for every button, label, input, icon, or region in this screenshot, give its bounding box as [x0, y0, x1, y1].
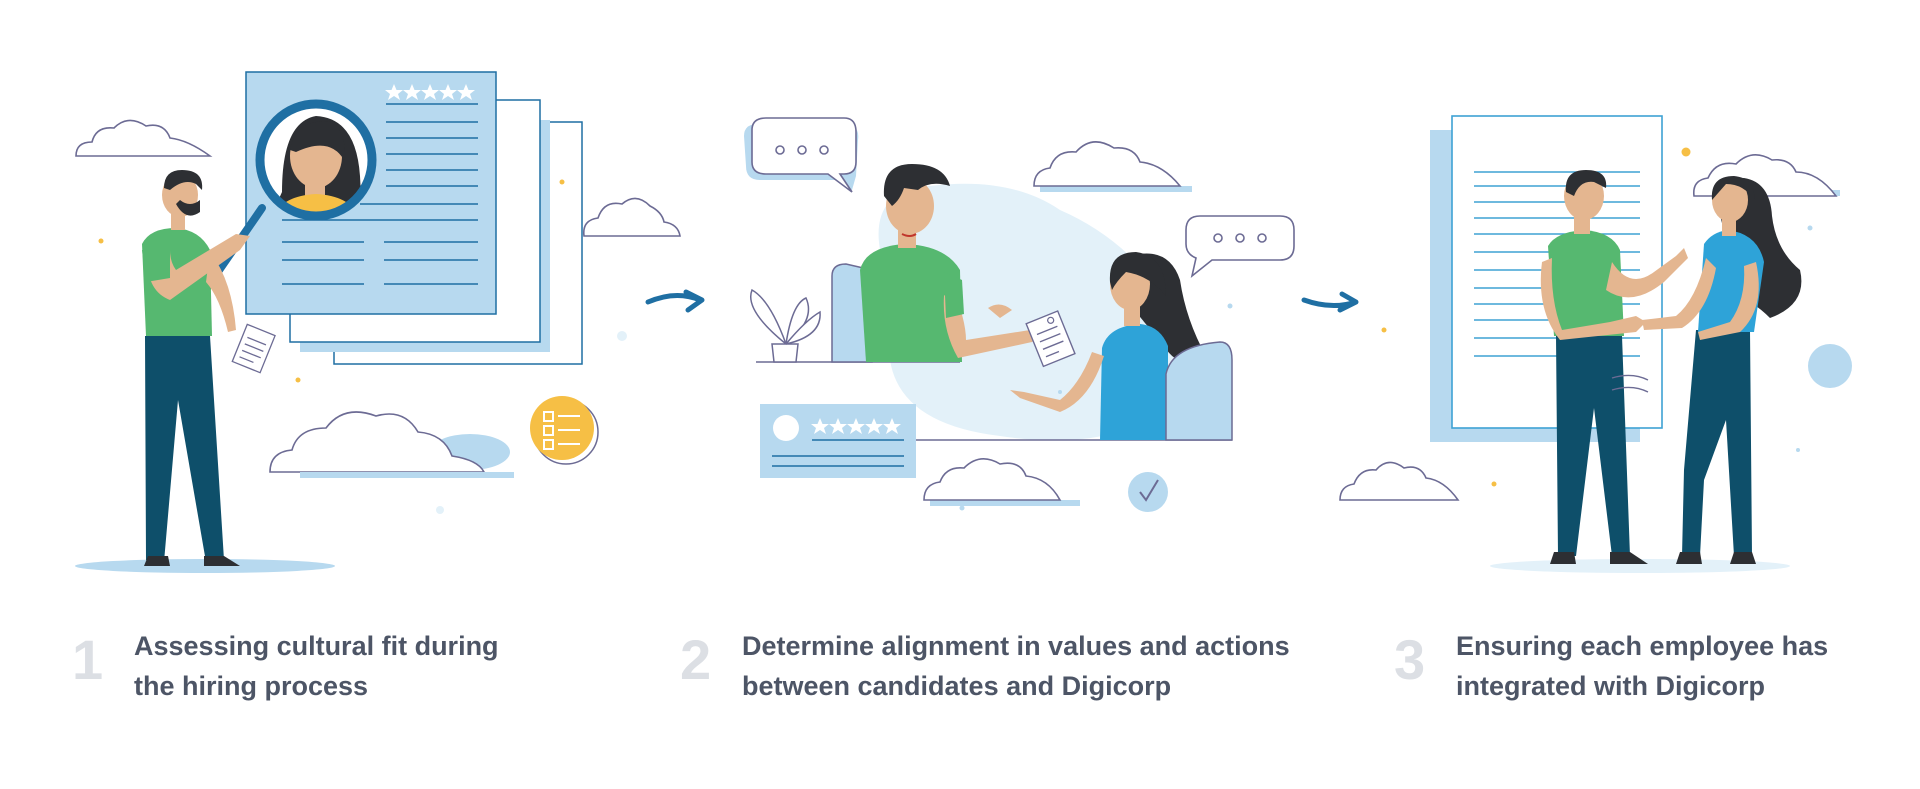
step-description-line: between candidates and Digicorp — [742, 671, 1172, 701]
step-description-line: Assessing cultural fit during — [134, 631, 499, 661]
cloud-icon — [582, 197, 681, 237]
step-description: Ensuring each employee has integrated wi… — [1456, 626, 1828, 706]
step-3: 3 Ensuring each employee has integrated … — [1394, 626, 1828, 706]
rating-card — [760, 404, 916, 478]
check-circle-icon — [1128, 472, 1168, 512]
step-description-line: Determine alignment in values and action… — [742, 631, 1290, 661]
step-number: 3 — [1394, 628, 1426, 691]
step-2: 2 Determine alignment in values and acti… — [680, 626, 1290, 706]
step-number: 1 — [72, 628, 104, 691]
step-description-line: Ensuring each employee has — [1456, 631, 1829, 661]
five-star-rating-icon — [385, 84, 475, 100]
scene-2-interview — [744, 117, 1295, 512]
magnifier-icon — [200, 99, 377, 296]
plant-icon — [750, 288, 821, 363]
step-description-line: integrated with Digicorp — [1456, 671, 1766, 701]
scene-1-hiring — [75, 71, 681, 573]
man-figure — [75, 170, 335, 573]
five-star-rating-icon — [811, 418, 901, 434]
scene-3-integration — [1339, 115, 1852, 573]
cloud-icon — [75, 119, 213, 157]
arrow-right-icon — [1301, 291, 1359, 313]
step-1: 1 Assessing cultural fit during the hiri… — [72, 626, 499, 706]
cloud-icon — [1033, 141, 1192, 192]
step-description-line: the hiring process — [134, 671, 369, 701]
checklist-icon — [530, 396, 599, 465]
arrow-right-icon — [645, 289, 705, 313]
cloud-icon — [1339, 461, 1460, 501]
illustration-scene — [75, 71, 1852, 573]
woman-figure — [1010, 252, 1206, 440]
cloud-icon — [269, 411, 514, 478]
step-description: Assessing cultural fit during the hiring… — [134, 626, 499, 706]
chat-bubble-icon — [1185, 215, 1295, 279]
cloud-icon — [923, 458, 1080, 506]
man-figure — [860, 164, 1076, 368]
woman-figure — [1642, 176, 1802, 564]
step-number: 2 — [680, 628, 712, 691]
chat-bubble-icon — [744, 117, 859, 193]
man-figure — [1540, 170, 1688, 564]
step-description: Determine alignment in values and action… — [742, 626, 1290, 706]
